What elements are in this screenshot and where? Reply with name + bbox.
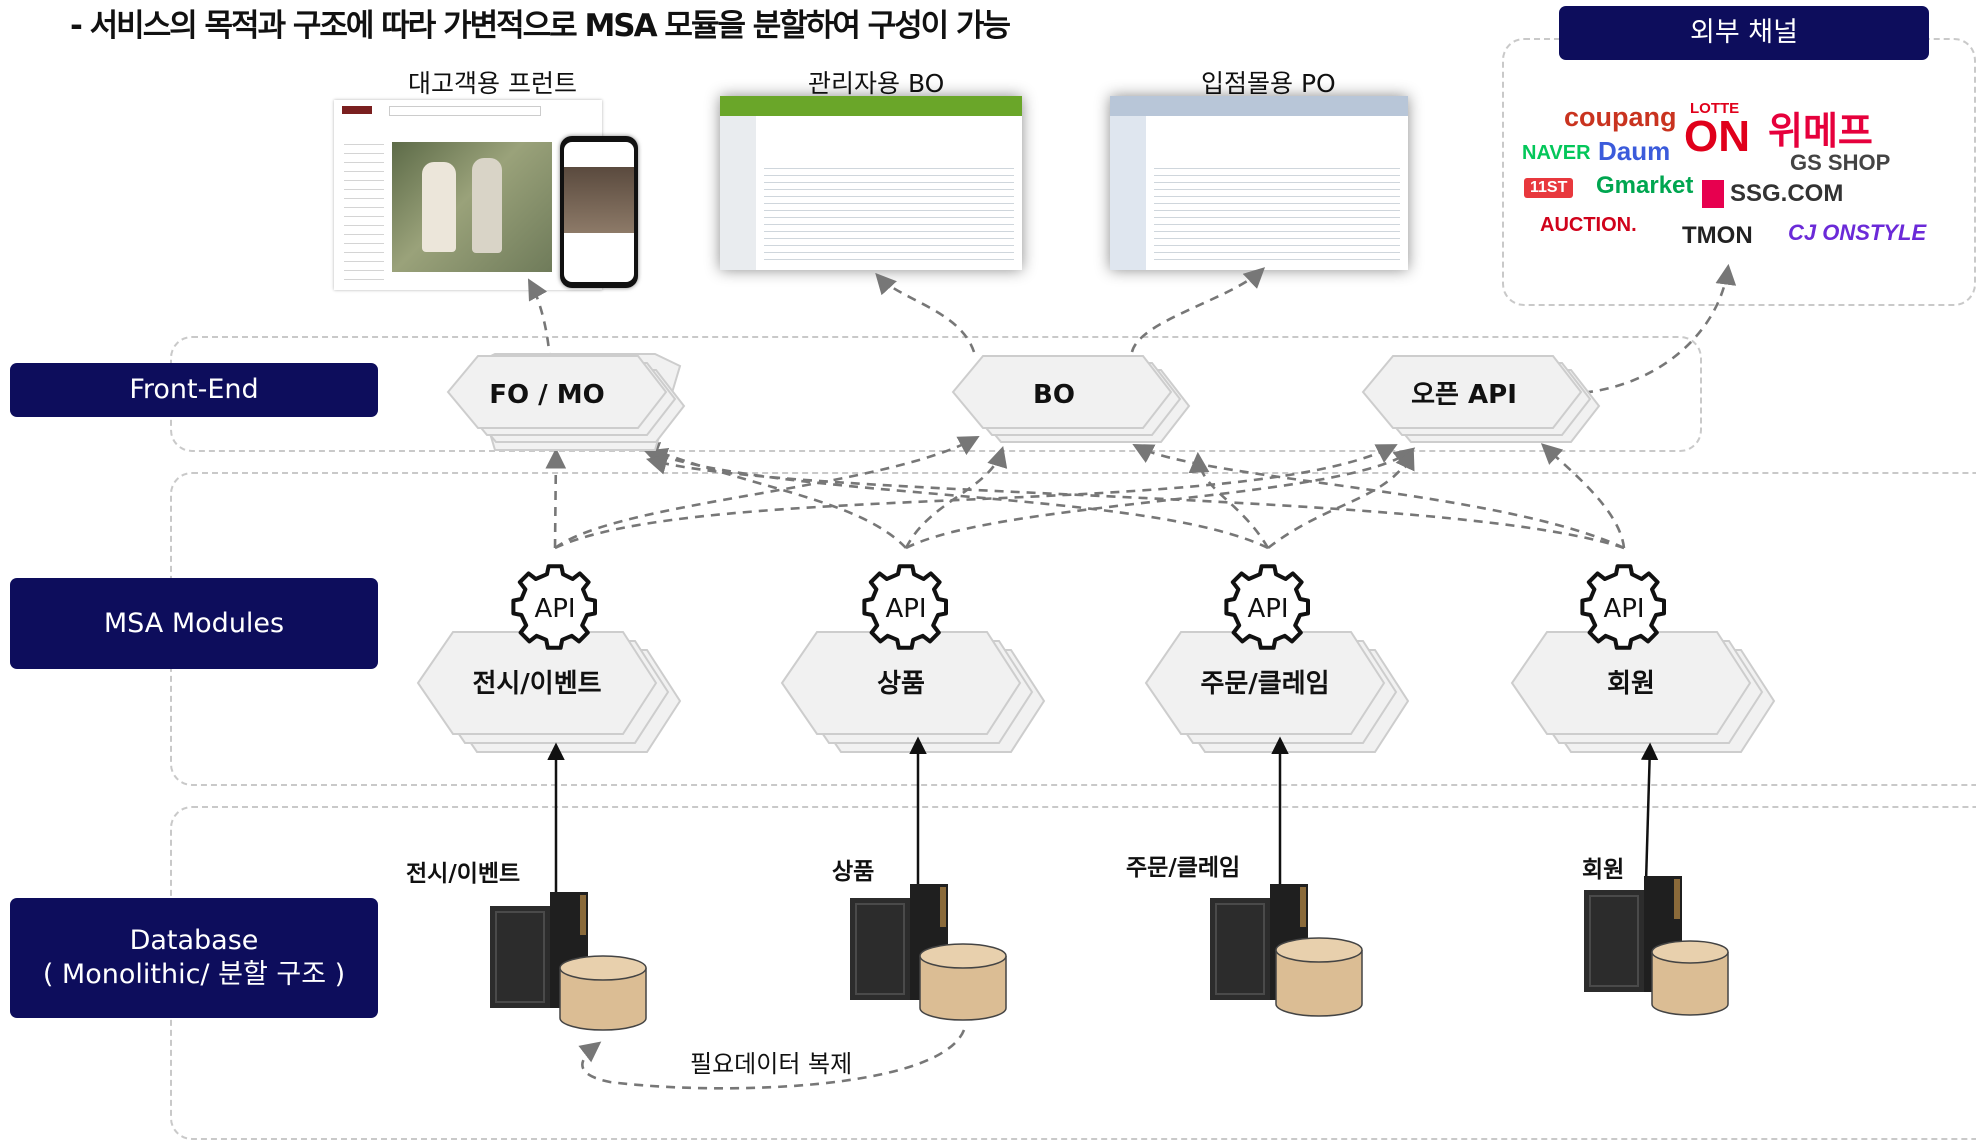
db-arrow-member (1640, 742, 1659, 883)
connector-product-openapi (905, 447, 1416, 550)
replication-label: 필요데이터 복제 (690, 1050, 853, 1078)
msa-layer-label: MSA Modules (10, 578, 378, 669)
fo-category-list (344, 140, 384, 280)
bo-screen-label: 관리자용 BO (808, 69, 945, 98)
connector-bo-screen (875, 272, 976, 353)
diagram-canvas: FO / MO BO 오픈 API 전시/이벤트 상품 (416, 263, 1776, 1090)
lotte-on-logo: ON (1684, 112, 1750, 161)
module-member-label: 회원 (1607, 669, 1655, 699)
daum-logo: Daum (1598, 136, 1671, 166)
connector-product-fo (638, 442, 907, 549)
db-server-display (490, 892, 647, 1031)
mo-phone-screenshot (560, 136, 638, 288)
connector-product-bo (904, 446, 1008, 549)
bo-data-grid (764, 166, 1014, 260)
wemakeprice-logo: 위메프 (1768, 111, 1873, 153)
module-member[interactable]: 회원 (1510, 631, 1776, 753)
connector-display-openapi (554, 444, 1398, 550)
api-gear-icon-member: API (1582, 566, 1664, 648)
frontend-node-bo[interactable]: BO (951, 355, 1191, 443)
connector-fo-screen (527, 278, 552, 363)
naver-logo: NAVER (1522, 142, 1591, 164)
auction-logo: AUCTION. (1540, 214, 1637, 236)
frontend-node-openapi[interactable]: 오픈 API (1361, 355, 1601, 443)
database-label-title: Database (129, 925, 259, 957)
fo-screen-label: 대고객용 프런트 (408, 69, 577, 98)
db-server-member (1584, 876, 1729, 1016)
module-product[interactable]: 상품 (780, 631, 1046, 753)
api-label-display: API (534, 594, 575, 624)
module-order-claim-label: 주문/클레임 (1200, 669, 1329, 699)
db-caption-order: 주문/클레임 (1126, 855, 1241, 881)
po-screenshot (1110, 96, 1408, 270)
fo-screenshot (334, 100, 602, 290)
po-side-menu (1110, 116, 1146, 270)
fo-hero-banner (392, 142, 552, 272)
fo-model-figure-2 (472, 158, 502, 253)
connector-display-fo (545, 447, 567, 549)
connector-group (527, 263, 1737, 1090)
lotte-logo: LOTTE (1690, 100, 1740, 117)
connector-po-screen (1130, 267, 1266, 353)
module-display-event-label: 전시/이벤트 (472, 669, 601, 699)
tmon-logo: TMON (1682, 222, 1753, 249)
frontend-node-fo[interactable]: FO / MO (446, 353, 686, 451)
api-gear-icon-product: API (864, 566, 946, 648)
po-screen-label: 입점몰용 PO (1201, 69, 1336, 98)
11st-logo: 11ST (1524, 178, 1574, 198)
db-server-product (850, 884, 1007, 1021)
ssg-logo: SSG.COM (1702, 180, 1843, 208)
api-label-order: API (1247, 594, 1288, 624)
api-label-product: API (885, 594, 926, 624)
gmarket-logo: Gmarket (1596, 172, 1694, 199)
module-product-label: 상품 (877, 669, 925, 699)
db-caption-product: 상품 (832, 859, 875, 885)
connector-member-bo (1132, 444, 1625, 550)
connector-member-fo (645, 454, 1625, 550)
module-display-event[interactable]: 전시/이벤트 (416, 631, 682, 753)
frontend-node-fo-label: FO / MO (489, 380, 604, 410)
fo-model-figure (422, 162, 456, 252)
database-layer-label: Database ( Monolithic/ 분할 구조 ) (10, 898, 378, 1018)
msa-architecture-diagram: - 서비스의 목적과 구조에 따라 가변적으로 MSA 모듈을 분할하여 구성이… (10, 6, 1976, 1140)
db-server-order (1210, 884, 1363, 1017)
db-arrow-group (547, 736, 1659, 900)
api-gear-icon-order: API (1226, 566, 1308, 648)
external-channels-title: 외부 채널 (1559, 6, 1929, 60)
fo-brand-mark (342, 106, 372, 114)
po-data-grid (1154, 166, 1400, 260)
frontend-layer-label: Front-End (10, 363, 378, 417)
bo-top-bar (720, 96, 1022, 116)
connector-external-channels (1567, 263, 1737, 396)
po-top-bar (1110, 96, 1408, 116)
api-label-member: API (1603, 594, 1644, 624)
fo-search-bar (389, 106, 541, 116)
connector-order-openapi (1267, 448, 1415, 550)
frontend-node-openapi-label: 오픈 API (1411, 380, 1517, 410)
mo-phone-display (564, 142, 634, 282)
connector-order-fo (646, 447, 1269, 550)
frontend-node-bo-label: BO (1033, 380, 1075, 410)
api-gear-icon-display: API (513, 566, 595, 648)
db-caption-member: 회원 (1582, 857, 1625, 883)
connector-member-openapi (1540, 443, 1626, 549)
connector-order-bo (1188, 451, 1270, 549)
connector-display-bo (554, 436, 980, 550)
bo-screenshot (720, 96, 1022, 270)
database-label-subtitle: ( Monolithic/ 분할 구조 ) (42, 959, 346, 990)
cj-onstyle-logo: CJ ONSTYLE (1788, 220, 1927, 245)
gsshop-logo: GS SHOP (1790, 150, 1891, 175)
bo-side-menu (720, 116, 756, 270)
coupang-logo: coupang (1564, 102, 1677, 132)
page-title: - 서비스의 목적과 구조에 따라 가변적으로 MSA 모듈을 분할하여 구성이… (70, 8, 1011, 44)
module-order-claim[interactable]: 주문/클레임 (1144, 631, 1410, 753)
replication-arrow (578, 1029, 966, 1090)
db-caption-display: 전시/이벤트 (406, 861, 521, 887)
